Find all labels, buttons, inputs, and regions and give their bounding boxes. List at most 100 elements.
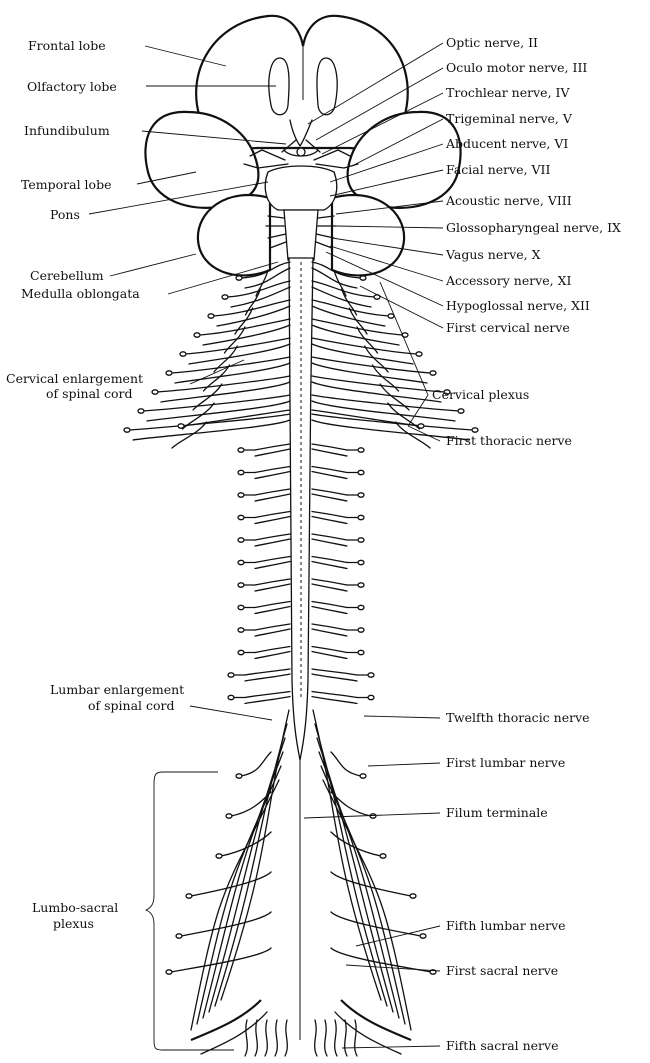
nerve-branch <box>245 669 290 675</box>
nerve-end <box>238 583 244 587</box>
nerve-branch <box>255 607 290 614</box>
pons-shape <box>265 166 337 210</box>
nerve-end <box>236 276 242 280</box>
nerve-end <box>238 493 244 497</box>
nerve-branch <box>191 872 271 896</box>
nerve-branch <box>312 562 347 569</box>
nerve-branch <box>312 539 347 546</box>
nerve-end <box>208 314 214 318</box>
nerve-end <box>238 515 244 519</box>
nerve-end <box>420 934 426 938</box>
nerve-end <box>152 390 158 394</box>
nerve-end <box>358 493 364 497</box>
label-facial-nerve: Facial nerve, VII <box>446 162 550 177</box>
nerve-end <box>178 424 184 428</box>
nerve-branch <box>255 512 290 518</box>
nerve-branch <box>255 534 290 540</box>
labels-right: Optic nerve, II Oculo motor nerve, III T… <box>432 35 621 1053</box>
nerve-end <box>124 428 130 432</box>
nerve-branch <box>143 395 290 411</box>
nerve-branch <box>312 584 347 591</box>
nerve-end <box>358 605 364 609</box>
nerve-end <box>228 673 234 677</box>
nerve-end <box>360 774 366 778</box>
label-hypoglossal-nerve: Hypoglossal nerve, XII <box>446 298 590 313</box>
label-temporal-lobe: Temporal lobe <box>21 177 111 192</box>
nerve-branch <box>312 669 357 675</box>
nerve-branch <box>255 652 290 659</box>
nerve-branch <box>255 579 290 585</box>
nerve-end <box>238 650 244 654</box>
nerve-branch <box>241 752 271 776</box>
nerve-branch <box>321 766 405 1024</box>
nerve-branch <box>312 647 347 653</box>
nerve-branch <box>245 674 290 681</box>
brain-drawing <box>145 16 460 276</box>
label-first-cervical-nerve: First cervical nerve <box>446 320 570 335</box>
nerve-end <box>368 695 374 699</box>
nerve-end <box>166 970 172 974</box>
label-abducent-nerve: Abducent nerve, VI <box>445 136 568 151</box>
nerve-branch <box>245 1020 247 1056</box>
nerve-branch <box>197 766 281 1024</box>
lumbo-sacral-brace <box>146 772 234 1050</box>
nerve-branch <box>255 562 290 569</box>
label-twelfth-thoracic-nerve: Twelfth thoracic nerve <box>446 710 590 725</box>
nerve-end <box>186 894 192 898</box>
nerve-branch <box>312 624 347 630</box>
label-cerebellum: Cerebellum <box>30 268 104 283</box>
label-optic-nerve: Optic nerve, II <box>446 35 538 50</box>
nerve-end <box>380 854 386 858</box>
nerve-end <box>358 448 364 452</box>
nerve-branch <box>312 602 347 608</box>
nerve-end <box>358 628 364 632</box>
nerve-branch <box>157 376 290 392</box>
nerve-end <box>358 560 364 564</box>
nerve-branch <box>245 692 290 698</box>
nerve-branch <box>255 557 290 563</box>
label-lumbo-sacral-line2: plexus <box>53 916 94 931</box>
nerve-end <box>418 424 424 428</box>
nerve-branch <box>255 489 290 495</box>
nerve-branch <box>275 1020 277 1056</box>
nerve-branch <box>335 1020 337 1056</box>
nerve-end <box>368 673 374 677</box>
nerve-branch <box>345 1020 347 1056</box>
nerve-end <box>238 448 244 452</box>
nerve-branch <box>255 1020 257 1056</box>
nerve-end <box>358 470 364 474</box>
nerve-end <box>176 934 182 938</box>
label-lumbar-enlargement: Lumbar enlargement <box>50 682 184 697</box>
nerve-end <box>238 538 244 542</box>
label-accessory-nerve: Accessory nerve, XI <box>445 273 572 288</box>
label-trochlear-nerve: Trochlear nerve, IV <box>446 85 570 100</box>
nerve-branch <box>315 1020 317 1056</box>
nerve-branch <box>325 1020 327 1056</box>
label-filum-terminale: Filum terminale <box>446 805 548 820</box>
nerve-end <box>370 814 376 818</box>
medulla-shape <box>284 210 318 260</box>
nerve-branch <box>255 624 290 630</box>
nerve-branch <box>255 444 290 450</box>
label-olfactory-lobe: Olfactory lobe <box>27 79 117 94</box>
nerve-end <box>358 538 364 542</box>
label-cervical-enlargement-line2: of spinal cord <box>46 386 133 401</box>
nerve-branch <box>317 738 393 1012</box>
nerve-branch <box>255 467 290 473</box>
label-cervical-plexus: Cervical plexus <box>432 387 529 402</box>
label-pons: Pons <box>50 207 80 222</box>
nerve-end <box>180 352 186 356</box>
nerve-end <box>358 515 364 519</box>
nerve-branch <box>255 449 290 456</box>
nerve-branch <box>312 449 347 456</box>
nerve-branch <box>312 697 357 704</box>
label-medulla-oblongata: Medulla oblongata <box>21 286 140 301</box>
label-first-lumbar-nerve: First lumbar nerve <box>446 755 565 770</box>
nerve-branch <box>312 629 347 636</box>
nerve-branch <box>331 752 361 776</box>
nerve-branch <box>312 494 347 501</box>
label-infundibulum: Infundibulum <box>24 123 110 138</box>
nerve-end <box>238 605 244 609</box>
nerve-branch <box>312 534 347 540</box>
